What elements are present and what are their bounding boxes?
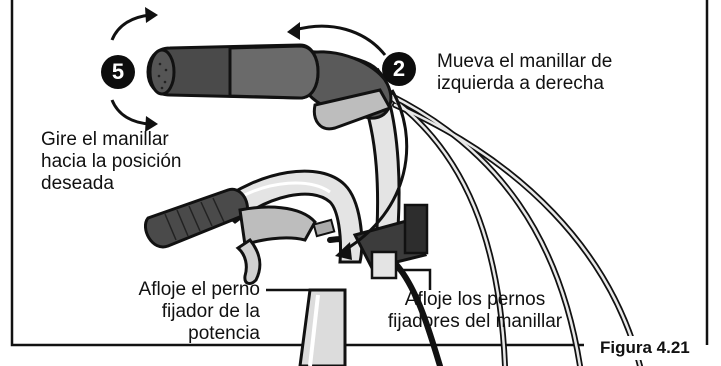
- handlebar-bolts-label: Afloje los pernos fijadores del manillar: [370, 289, 580, 333]
- handlebar-bolts-label-line-1: Afloje los pernos: [404, 289, 546, 310]
- step-2-label-line-1: Mueva el manillar de: [437, 51, 613, 72]
- handlebar-clamp: [352, 203, 429, 280]
- upper-grip: [146, 43, 320, 100]
- handlebar-bolts-leader: [395, 268, 432, 290]
- turn-arrow-icon: [344, 89, 409, 252]
- lower-brake-lever: [235, 205, 336, 285]
- step-5-label-line-3: deseada: [41, 173, 114, 194]
- step-2-label-line-2: izquierda a derecha: [437, 73, 604, 94]
- upper-brake-lever: [298, 50, 393, 131]
- stem-tube: [298, 68, 401, 366]
- stem-bolt-label-line-3: potencia: [188, 323, 260, 344]
- figure-frame: [10, 0, 709, 347]
- step-5-label: Gire el manillar hacia la posición desea…: [41, 129, 181, 195]
- stem-bolt-label-line-2: fijador de la: [161, 301, 260, 322]
- step-5-badge: 5: [101, 55, 135, 89]
- step-5-label-line-2: hacia la posición: [41, 151, 182, 172]
- step-2-badge: 2: [382, 52, 416, 86]
- lower-handlebar: [212, 169, 364, 264]
- stem-bolt-label-line-1: Afloje el perno: [138, 279, 260, 300]
- step-2-label: Mueva el manillar de izquierda a derecha: [437, 51, 612, 95]
- figure-caption: Figura 4.21: [594, 336, 696, 360]
- handlebar-bolts-label-line-2: fijadores del manillar: [387, 311, 563, 332]
- lower-grip: [144, 187, 250, 249]
- step-5-label-line-1: Gire el manillar: [41, 129, 169, 150]
- stem-bolt-label: Afloje el perno fijador de la potencia: [90, 279, 260, 345]
- swing-arrow-icon: [294, 24, 387, 56]
